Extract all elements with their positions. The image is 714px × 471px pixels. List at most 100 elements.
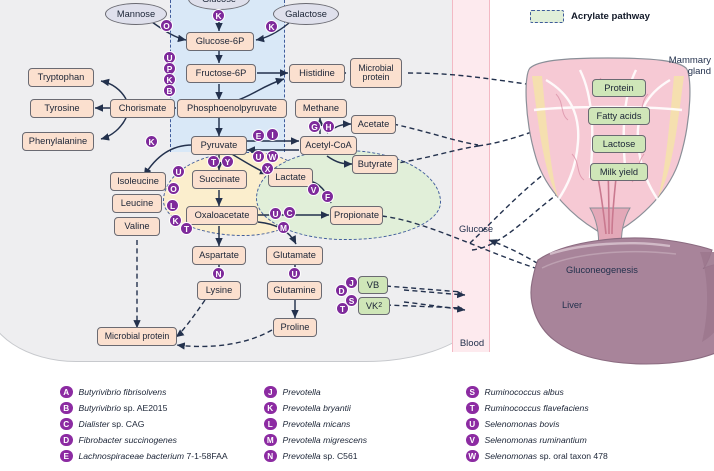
pyruvate-node: Pyruvate (191, 136, 247, 155)
legend-label: Prevotella migrescens (283, 435, 368, 445)
blood-glucose-label: Glucose (459, 224, 494, 234)
badge-pyruvate-acetylcoa-e: E (252, 129, 265, 142)
legend-label: Prevotella (283, 387, 321, 397)
legend-badge: B (60, 401, 73, 415)
valine-node: Valine (114, 217, 160, 236)
acrylate-legend-label: Acrylate pathway (571, 11, 650, 22)
mammary-milk-yield-box: Milk yield (590, 163, 648, 181)
badge-aspartate-to-lysine: N (212, 267, 225, 280)
legend-badge: N (264, 449, 277, 463)
leucine-node: Leucine (112, 194, 162, 213)
legend-label: Butyrivibrio sp. AE2015 (79, 403, 168, 413)
legend-item: J Prevotella (264, 384, 367, 400)
legend-species: bacterium (143, 451, 185, 461)
legend-item: B Butyrivibrio sp. AE2015 (60, 400, 228, 416)
legend-label: Ruminococcus albus (485, 387, 564, 397)
acetyl-coa-node: Acetyl-CoA (300, 136, 357, 155)
legend-species: migrescens (320, 435, 368, 445)
legend-label: Selenomonas bovis (485, 419, 560, 429)
legend-genus: Lachnospiraceae (78, 451, 144, 461)
legend-item: S Ruminococcus albus (466, 384, 608, 400)
legend-suffix: sp. AE2015 (121, 403, 168, 413)
legend-badge: A (60, 385, 73, 399)
legend-suffix: sp. CAG (109, 419, 145, 429)
legend-item: D Fibrobacter succinogenes (60, 432, 228, 448)
legend-label: Prevotella micans (283, 419, 351, 429)
legend-badge: M (264, 433, 277, 447)
badge-oaa-propionate-m: M (277, 221, 290, 234)
mammary-gland-label-text: Mammary gland (668, 55, 711, 77)
legend-badge: C (60, 417, 73, 431)
badge-pyruvate-acetylcoa-i: I (266, 128, 279, 141)
legend-suffix: 7-1-58FAA (184, 451, 228, 461)
legend-item: T Ruminococcus flavefaciens (466, 400, 608, 416)
badge-lactate-to-propionate-f: F (321, 190, 334, 203)
legend-item: N Prevotella sp. C561 (264, 448, 367, 464)
legend-label: Fibrobacter succinogenes (79, 435, 177, 445)
mammary-fatty-acids-box: Fatty acids (588, 107, 650, 125)
legend-badge: W (466, 449, 479, 463)
legend-species: flavefaciens (540, 403, 589, 413)
badge-tca-arc-k: K (169, 214, 182, 227)
legend-genus: Dialister (78, 419, 110, 429)
liver-label: Liver (562, 300, 583, 310)
acrylate-swatch (530, 10, 564, 23)
mammary-protein-box: Protein (592, 79, 646, 97)
legend-genus: Prevotella (282, 419, 321, 429)
badge-vitamin-j: J (345, 276, 358, 289)
tyrosine-node: Tyrosine (30, 99, 94, 118)
legend-label: Dialister sp. CAG (79, 419, 145, 429)
legend-species: bovis (537, 419, 560, 429)
legend-genus: Fibrobacter (78, 435, 122, 445)
badge-lactate-to-propionate-v: V (307, 183, 320, 196)
legend-label: Butyrivibrio fibrisolvens (79, 387, 167, 397)
mammary-gland-label: Mammary gland (655, 55, 711, 78)
legend-item: U Selenomonas bovis (466, 416, 608, 432)
legend-item: L Prevotella micans (264, 416, 367, 432)
badge-pyruvate-acetylcoa-u: U (252, 150, 265, 163)
badge-tca-arc-u: U (172, 165, 185, 178)
legend-label: Ruminococcus flavefaciens (485, 403, 589, 413)
blood-label: Blood (459, 338, 485, 349)
legend-item: M Prevotella migrescens (264, 432, 367, 448)
lactate-node: Lactate (268, 168, 313, 187)
methane-node: Methane (295, 99, 347, 118)
legend-label: Prevotella sp. C561 (283, 451, 358, 461)
legend-genus: Prevotella (282, 403, 321, 413)
badge-methane-g: G (308, 120, 321, 133)
legend-column-2: J Prevotella K Prevotella bryantii L Pre… (264, 384, 367, 464)
fructose-6p-node: Fructose-6P (186, 64, 256, 83)
pep-node: Phosphoenolpyruvate (177, 99, 287, 118)
badge-glutamate-to-glutamine: U (288, 267, 301, 280)
legend-genus: Butyrivibrio (78, 387, 122, 397)
phenylalanine-node: Phenylalanine (22, 132, 94, 151)
microbial-protein-top-node: Microbial protein (350, 58, 402, 88)
legend-column-1: A Butyrivibrio fibrisolvens B Butyrivibr… (60, 384, 228, 464)
legend-badge: S (466, 385, 479, 399)
legend-genus: Prevotella (282, 451, 321, 461)
vitamin-b-node: VB (358, 276, 388, 294)
chorismate-node: Chorismate (110, 99, 175, 118)
legend-species: ruminantium (537, 435, 587, 445)
badge-vitamin-t: T (336, 302, 349, 315)
legend-species: succinogenes (121, 435, 177, 445)
isoleucine-node: Isoleucine (110, 172, 166, 191)
badge-galactose-to-g6p: K (265, 20, 278, 33)
legend-genus: Prevotella (282, 435, 321, 445)
legend-item: V Selenomonas ruminantium (466, 432, 608, 448)
lysine-node: Lysine (197, 281, 241, 300)
legend-badge: K (264, 401, 277, 415)
legend-genus: Selenomonas (484, 419, 538, 429)
legend-item: A Butyrivibrio fibrisolvens (60, 384, 228, 400)
legend-suffix: sp. C561 (320, 451, 358, 461)
legend-suffix: sp. oral taxon 478 (537, 451, 608, 461)
glucose-6p-node: Glucose-6P (186, 32, 254, 51)
badge-glucose-to-g6p: K (212, 9, 225, 22)
badge-pyruvate-to-succinate-y: Y (221, 155, 234, 168)
mannose-node: Mannose (105, 3, 167, 25)
glutamate-node: Glutamate (266, 246, 323, 265)
legend-badge: T (466, 401, 479, 415)
badge-tca-arc-t: T (180, 222, 193, 235)
